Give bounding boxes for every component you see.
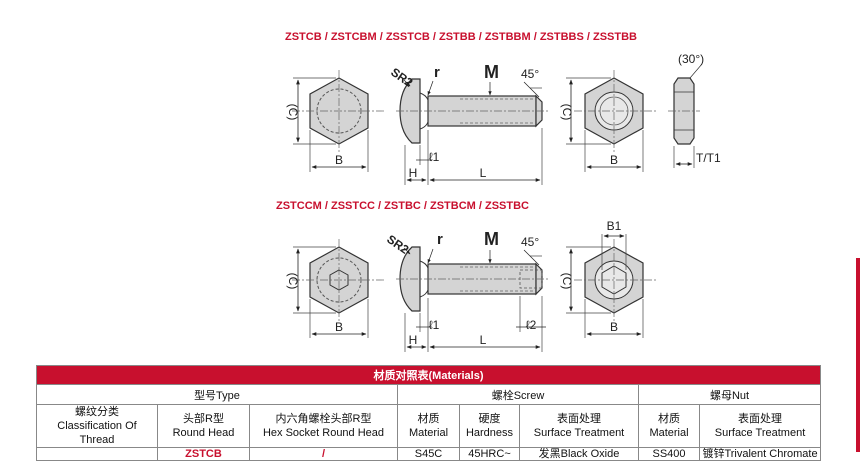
dim-l-1: L [480, 166, 487, 180]
bolt-side-view-2 [396, 246, 550, 352]
dim-r-2: r [437, 231, 443, 248]
dim-c-4: (C) [560, 273, 574, 290]
group-type: 型号Type [36, 384, 398, 405]
technical-drawing: (C) B SR2 r M 45° ℓ1 H L [286, 52, 721, 352]
dim-b-1: B [335, 153, 343, 167]
nut-side-view-1 [668, 63, 703, 168]
cell-hex-socket: / [249, 447, 398, 461]
bolt-side-view-1 [396, 78, 550, 185]
cell-round-head: ZSTCB [157, 447, 250, 461]
table-row: ZSTCB / S45C 45HRC~ 发黑Black Oxide SS400 … [36, 447, 822, 461]
dim-b1: B1 [607, 219, 622, 233]
hex-head-view-2 [292, 239, 386, 338]
dim-b-2: B [610, 153, 618, 167]
cell-hardness: 45HRC~ [459, 447, 520, 461]
materials-table: 材质对照表(Materials) 型号Type 螺栓Screw 螺母Nut 螺纹… [35, 365, 822, 461]
dim-c-3: (C) [286, 273, 300, 290]
dim-l2-2: ℓ2 [526, 318, 537, 332]
cell-nut-surface: 镀锌Trivalent Chromate [698, 447, 822, 461]
table-title: 材质对照表(Materials) [35, 365, 822, 385]
hex-socket-view-2 [566, 234, 656, 338]
dim-h-1: H [409, 166, 418, 180]
dim-b-3: B [335, 320, 343, 334]
dim-r-1: r [434, 64, 440, 81]
group-screw: 螺栓Screw [397, 384, 639, 405]
right-accent-bar [856, 258, 860, 452]
dim-l1-1: ℓ1 [429, 150, 440, 164]
dim-30-1: (30°) [678, 52, 704, 66]
cell-material: S45C [397, 447, 460, 461]
nut-front-view-1 [566, 70, 656, 172]
dim-c-2: (C) [560, 104, 574, 121]
section1-title: ZSTCB / ZSTCBM / ZSSTCB / ZSTBB / ZSTBBM… [285, 31, 637, 43]
cell-nut-material: SS400 [638, 447, 700, 461]
dim-l1-2: ℓ1 [429, 318, 440, 332]
dim-m-1: M [484, 62, 499, 82]
dim-l-2: L [480, 333, 487, 347]
dim-m-2: M [484, 229, 499, 249]
hex-head-view-1 [292, 70, 386, 172]
dim-45-1: 45° [521, 67, 539, 81]
dim-45-2: 45° [521, 235, 539, 249]
section2-title: ZSTCCM / ZSSTCC / ZSTBC / ZSTBCM / ZSSTB… [276, 200, 529, 212]
dim-b-4: B [610, 320, 618, 334]
cell-surface: 发黑Black Oxide [519, 447, 639, 461]
dim-h-2: H [409, 333, 418, 347]
dim-t-t1-1: T/T1 [696, 151, 721, 165]
dim-c-1: (C) [286, 104, 300, 121]
group-nut: 螺母Nut [637, 384, 822, 405]
